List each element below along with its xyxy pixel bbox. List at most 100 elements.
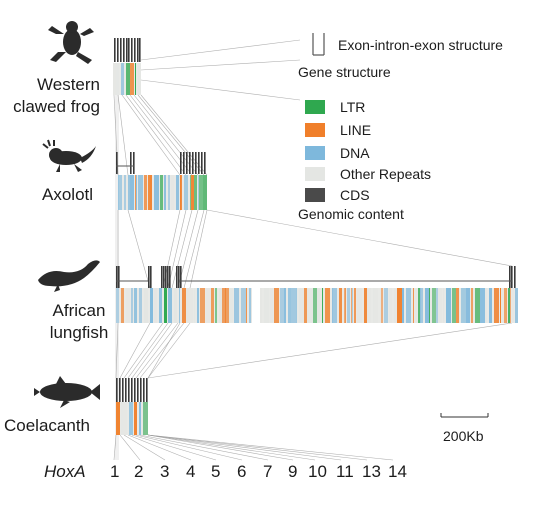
repeat-stripe xyxy=(415,288,417,323)
frog-cds xyxy=(114,38,141,62)
ortholog-link xyxy=(117,94,129,176)
repeat-stripe xyxy=(168,288,172,323)
repeat-stripe xyxy=(138,63,139,95)
repeat-stripe xyxy=(121,288,124,323)
species-silhouettes xyxy=(34,21,100,408)
repeat-stripe xyxy=(128,175,130,210)
cds-tick xyxy=(180,152,182,174)
repeat-stripe xyxy=(159,288,162,323)
cds-tick xyxy=(167,266,169,288)
ortholog-link xyxy=(147,434,294,461)
repeat-stripe xyxy=(443,288,444,323)
ortholog-link xyxy=(123,434,166,461)
cds-tick xyxy=(186,152,188,174)
repeat-stripe xyxy=(313,288,317,323)
cds-tick xyxy=(120,38,122,62)
legend-item-ltr: LTR xyxy=(340,99,366,115)
legend-title: Genomic content xyxy=(298,206,404,222)
hox-gene-1: 1 xyxy=(110,462,120,481)
repeat-stripe xyxy=(186,288,188,323)
repeat-stripe xyxy=(139,402,141,435)
hox-gene-2: 2 xyxy=(134,462,144,481)
repeat-stripe xyxy=(191,175,194,210)
cds-tick xyxy=(509,266,511,288)
repeat-stripe xyxy=(234,288,239,323)
repeat-stripe xyxy=(418,288,420,323)
repeat-stripe xyxy=(219,288,222,323)
repeat-stripe xyxy=(121,402,123,435)
coelacanth-cds xyxy=(116,378,148,402)
repeat-stripe xyxy=(226,288,229,323)
cds-tick xyxy=(131,378,133,402)
legend-swatch-dna xyxy=(305,146,325,160)
axolotl-cds xyxy=(116,152,206,174)
repeat-stripe xyxy=(135,175,136,210)
hox-gene-4: 4 xyxy=(186,462,196,481)
cds-tick xyxy=(133,152,135,174)
ortholog-link xyxy=(147,434,342,461)
cds-tick xyxy=(146,378,148,402)
ortholog-link xyxy=(121,94,181,176)
ortholog-link xyxy=(183,209,205,289)
legend-swatch-other-repeats xyxy=(305,167,325,181)
cds-tick xyxy=(139,38,141,62)
legend-swatches xyxy=(305,100,325,202)
ortholog-link xyxy=(147,322,191,379)
repeat-stripe xyxy=(347,288,350,323)
ortholog-link xyxy=(147,434,368,461)
repeat-stripe xyxy=(130,175,134,210)
repeat-stripe xyxy=(126,288,130,323)
repeat-stripe xyxy=(471,288,473,323)
axolotl-repeat-track xyxy=(118,175,207,210)
repeat-stripe xyxy=(299,288,304,323)
repeat-stripe xyxy=(154,175,159,210)
repeat-stripe xyxy=(215,288,217,323)
repeat-stripe xyxy=(116,402,120,435)
ortholog-link xyxy=(131,322,173,379)
repeat-stripe xyxy=(304,288,307,323)
repeat-stripe xyxy=(501,288,504,323)
ortholog-link xyxy=(127,209,151,289)
repeat-stripe xyxy=(397,288,402,323)
ortholog-link xyxy=(119,322,151,379)
repeat-stripe xyxy=(135,63,136,95)
ortholog-link xyxy=(171,209,193,289)
repeat-stripe xyxy=(130,63,134,95)
repeat-stripe xyxy=(381,288,383,323)
ortholog-link xyxy=(123,322,164,379)
repeat-stripe xyxy=(421,288,423,323)
ortholog-link xyxy=(147,434,394,461)
repeat-stripe xyxy=(325,288,330,323)
species-label-axolotl: Axolotl xyxy=(42,184,93,206)
ortholog-link xyxy=(206,209,513,267)
legend-item-line: LINE xyxy=(340,122,372,138)
repeat-stripe xyxy=(116,288,119,323)
repeat-stripe xyxy=(116,63,119,95)
exon-intron-exon-glyph xyxy=(312,33,325,56)
repeat-stripe xyxy=(508,288,510,323)
repeat-stripe xyxy=(466,288,470,323)
species-label-coelacanth: Coelacanth xyxy=(4,415,90,437)
repeat-stripe xyxy=(148,175,150,210)
repeat-stripe xyxy=(260,288,262,323)
lungfish-repeat-track-2 xyxy=(260,288,518,323)
repeat-stripe xyxy=(144,288,148,323)
repeat-stripe xyxy=(211,288,214,323)
repeat-stripe xyxy=(131,288,132,323)
legend-swatch-cds xyxy=(305,188,325,202)
repeat-stripe xyxy=(512,288,514,323)
repeat-stripe xyxy=(500,288,501,323)
repeat-stripe xyxy=(150,288,153,323)
cds-tick xyxy=(198,152,200,174)
repeat-stripe xyxy=(203,175,207,210)
species-name-line2: lungfish xyxy=(49,323,109,342)
cds-tick xyxy=(176,266,178,288)
cds-tick xyxy=(126,38,128,62)
hox-gene-7: 7 xyxy=(263,462,273,481)
repeat-stripe xyxy=(384,288,388,323)
repeat-stripe xyxy=(184,175,188,210)
hox-gene-10: 10 xyxy=(308,462,327,481)
repeat-stripe xyxy=(475,288,480,323)
legend-swatch-ltr xyxy=(305,100,325,114)
cds-tick xyxy=(128,38,130,62)
